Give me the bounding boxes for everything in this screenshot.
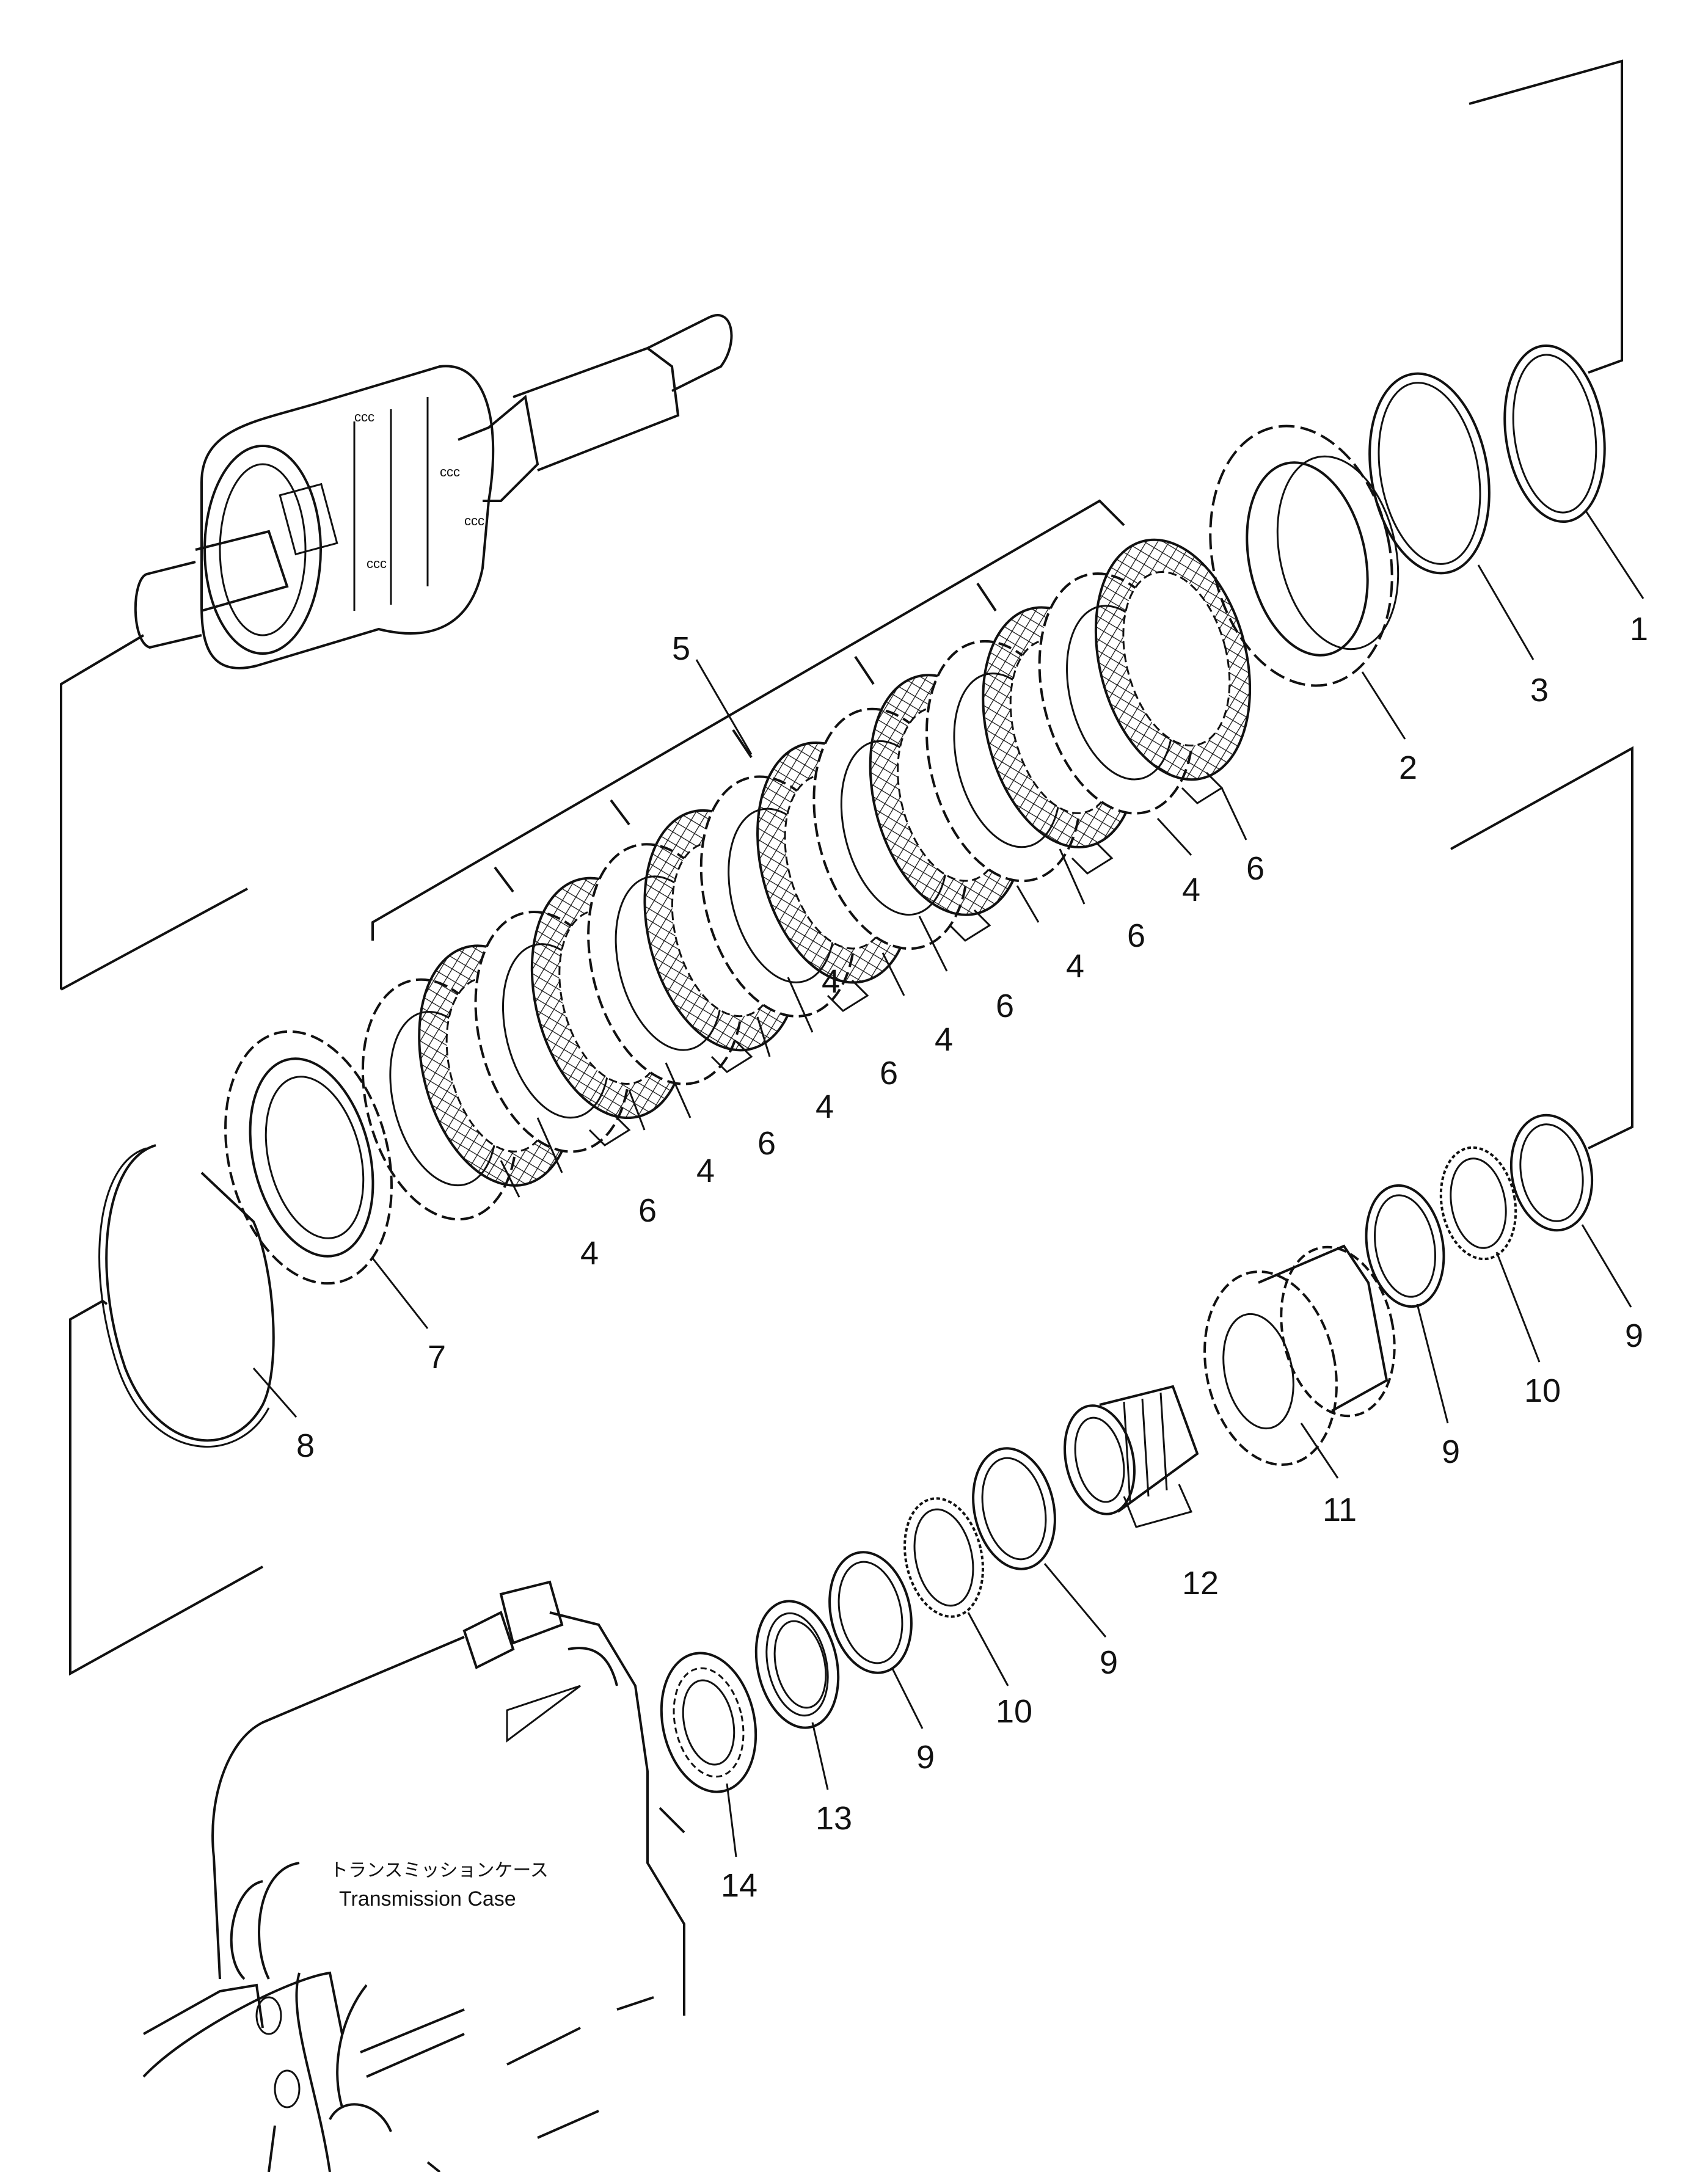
svg-text:ccc: ccc bbox=[464, 513, 484, 528]
part-10-thrust-bearing-top bbox=[1439, 1146, 1517, 1261]
callout-4: 4 bbox=[816, 1088, 834, 1125]
callout-6: 6 bbox=[757, 1125, 776, 1162]
callout-2: 2 bbox=[1399, 749, 1417, 786]
transmission-case-label-jp: トランスミッションケース bbox=[330, 1860, 549, 1881]
clutch-pack-bracket bbox=[371, 499, 1125, 941]
clutch-disc-stack bbox=[361, 538, 1252, 1221]
callout-10: 10 bbox=[996, 1693, 1032, 1730]
transmission-case-label-en: Transmission Case bbox=[339, 1887, 516, 1911]
callout-4: 4 bbox=[1182, 872, 1200, 908]
callout-labels: 1 3 2 5 6 4 6 4 6 4 6 4 6 4 6 4 4 7 8 9 … bbox=[296, 611, 1648, 1911]
part-14-ball-bearing bbox=[660, 1652, 757, 1793]
part-11-gear bbox=[1203, 1244, 1396, 1467]
callout-10: 10 bbox=[1524, 1372, 1561, 1409]
part-13-seal bbox=[754, 1600, 840, 1729]
part-9-washer-mid bbox=[1365, 1184, 1445, 1308]
part-2-end-plate bbox=[1209, 425, 1400, 687]
callout-8: 8 bbox=[296, 1427, 315, 1464]
callout-13: 13 bbox=[816, 1800, 852, 1837]
callout-6: 6 bbox=[1246, 850, 1265, 887]
part-10-thrust-bearing-lower bbox=[903, 1497, 984, 1618]
callout-6: 6 bbox=[880, 1055, 898, 1091]
callout-4: 4 bbox=[580, 1235, 599, 1272]
svg-text:ccc: ccc bbox=[367, 556, 387, 571]
svg-text:ccc: ccc bbox=[354, 409, 374, 425]
part-9-washer-lower bbox=[972, 1447, 1056, 1570]
part-3-seal-ring bbox=[1368, 372, 1491, 575]
callout-6: 6 bbox=[1127, 917, 1145, 954]
callout-6: 6 bbox=[996, 988, 1014, 1024]
part-8-snap-ring bbox=[98, 1144, 275, 1448]
part-1-seal-ring bbox=[1503, 344, 1606, 523]
callout-5: 5 bbox=[672, 630, 690, 667]
callout-9: 9 bbox=[1625, 1317, 1643, 1354]
part-12-needle-bearing bbox=[1064, 1385, 1199, 1515]
callout-12: 12 bbox=[1182, 1565, 1219, 1602]
callout-7: 7 bbox=[428, 1339, 446, 1376]
callout-14: 14 bbox=[721, 1867, 757, 1904]
callout-9: 9 bbox=[916, 1739, 935, 1776]
callout-9: 9 bbox=[1100, 1644, 1118, 1681]
callout-11: 11 bbox=[1323, 1492, 1357, 1528]
callout-leader-lines bbox=[252, 509, 1644, 1857]
part-7-piston bbox=[224, 1030, 393, 1285]
friction-disc bbox=[1094, 538, 1252, 781]
callout-4: 4 bbox=[822, 963, 840, 1000]
part-9-washer-bottom bbox=[828, 1551, 913, 1674]
callout-6: 6 bbox=[638, 1192, 657, 1229]
callout-4: 4 bbox=[1066, 948, 1084, 985]
callout-4: 4 bbox=[696, 1153, 715, 1189]
callout-3: 3 bbox=[1530, 672, 1549, 709]
callout-1: 1 bbox=[1630, 611, 1648, 647]
callout-4: 4 bbox=[935, 1021, 953, 1058]
svg-text:ccc: ccc bbox=[440, 464, 460, 479]
transmission-case bbox=[142, 1580, 685, 2172]
callout-9: 9 bbox=[1442, 1434, 1460, 1470]
part-9-washer-top bbox=[1509, 1113, 1594, 1232]
clutch-shaft-assembly: ccc ccc ccc ccc bbox=[134, 314, 733, 669]
